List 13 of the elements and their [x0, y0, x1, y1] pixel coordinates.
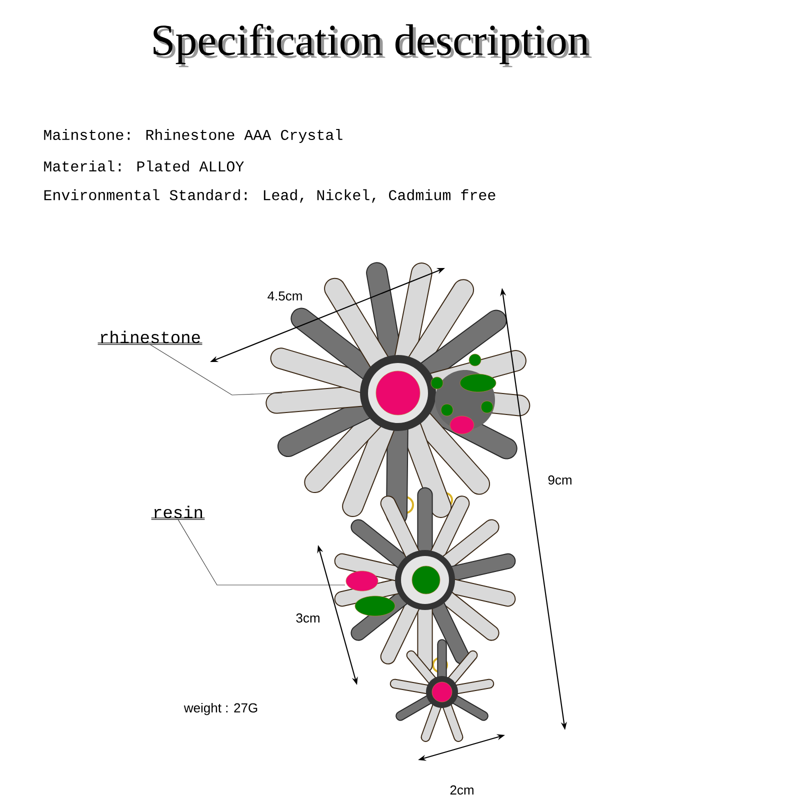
dimension-label: 9cm [546, 474, 574, 486]
leader-line [178, 519, 346, 586]
title: Specification description [154, 24, 592, 68]
dimension-label: 2cm [448, 784, 476, 796]
leader-line [150, 344, 282, 396]
spec-line: Material: Plated ALLOY [44, 160, 244, 172]
spec-line: Mainstone: Rhinestone AAA Crystal [44, 129, 342, 143]
part-label: rhinestone [98, 330, 203, 345]
dimension-label: 4.5cm [266, 290, 304, 302]
weight-label: weight : 27G [184, 702, 258, 716]
part-label: resin [151, 506, 205, 520]
dimension-label: 3cm [294, 612, 322, 624]
spec-line: Environmental Standard: Lead, Nickel, Cadmium free [44, 189, 496, 203]
